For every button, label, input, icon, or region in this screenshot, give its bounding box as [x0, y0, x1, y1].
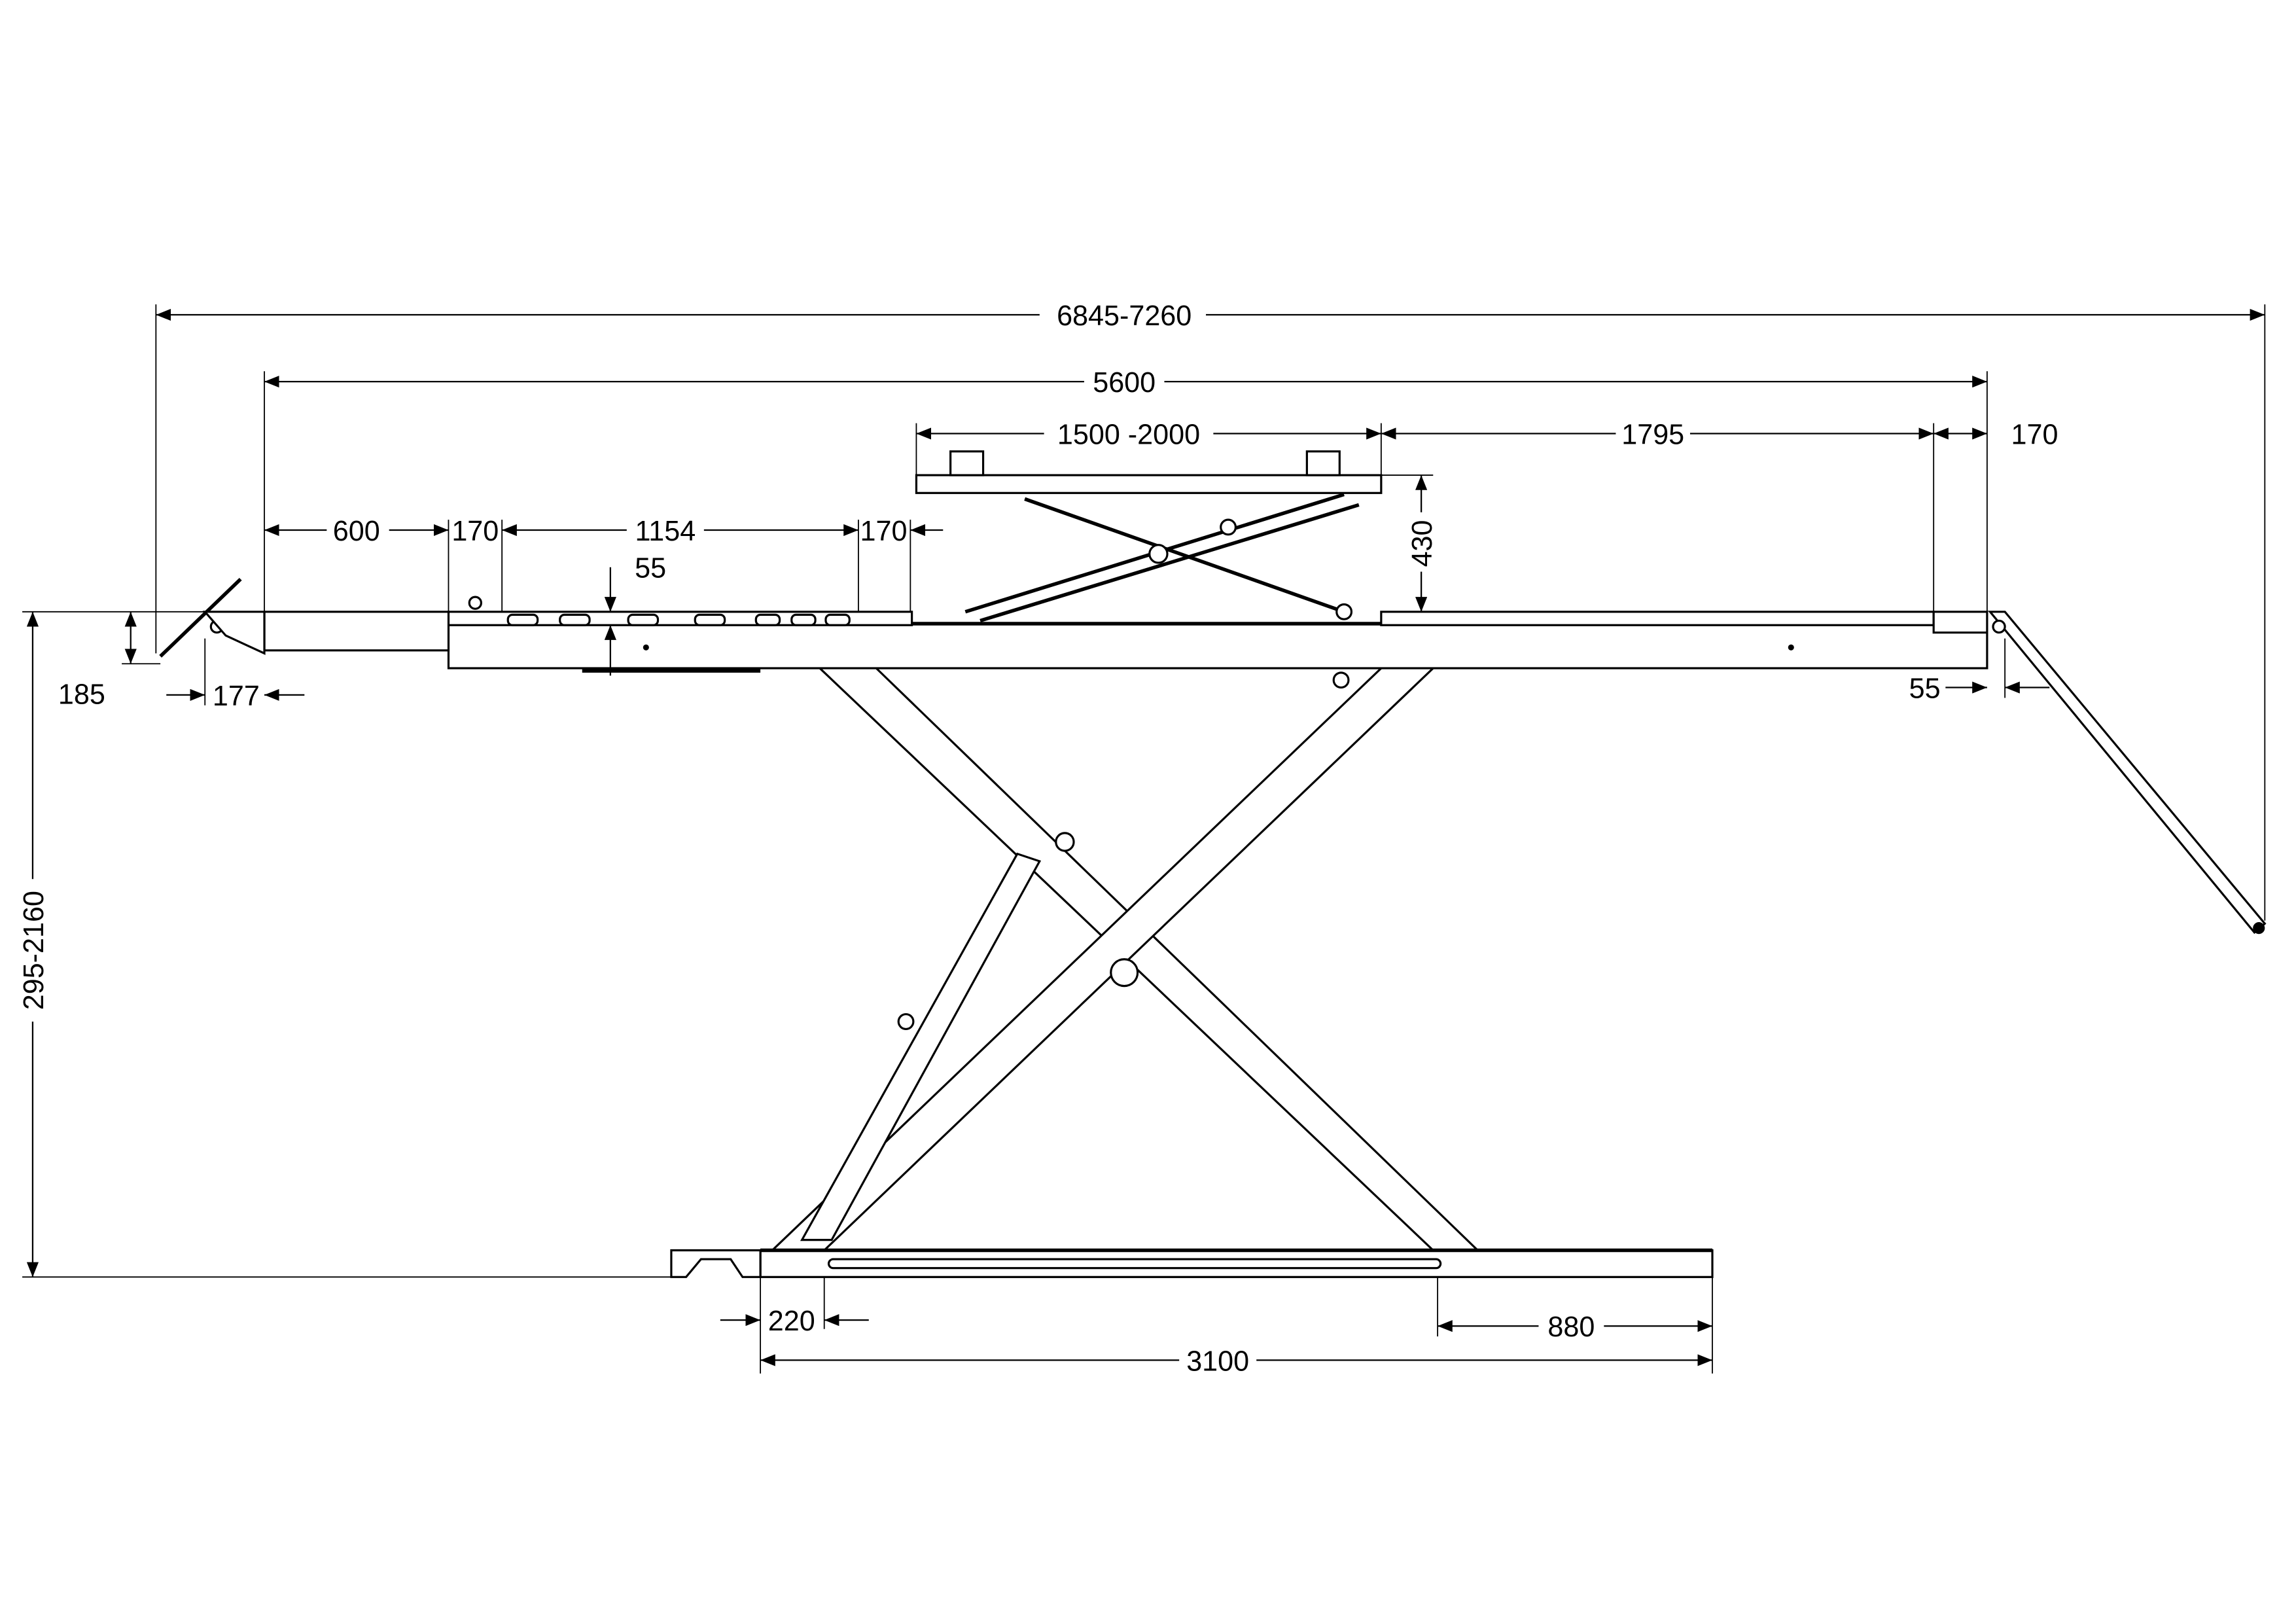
platform-beam — [447, 622, 1988, 669]
base-frame — [670, 1248, 1714, 1278]
dim-jack-platform: 1500 -2000 — [1057, 419, 1200, 450]
scissor-arms — [769, 667, 1481, 1252]
dim-base-rear: 880 — [1547, 1311, 1595, 1343]
dim-rear-thickness: 55 — [1909, 673, 1941, 704]
dim-ramp-offset: 177 — [213, 681, 260, 712]
dim-platform-length: 5600 — [1093, 367, 1156, 399]
front-extension — [263, 611, 450, 652]
dim-front-extension: 600 — [333, 516, 380, 547]
jack-platform — [915, 450, 1383, 689]
dim-base-offset: 220 — [768, 1306, 815, 1337]
dim-overall-length: 6845-7260 — [1057, 300, 1192, 332]
front-ramp — [159, 577, 266, 658]
dim-jack-height: 430 — [1407, 520, 1438, 567]
platform-deck-rear — [1380, 611, 1935, 626]
dim-front-gap-1: 170 — [451, 516, 499, 547]
dim-slot-section: 1154 — [635, 516, 696, 547]
deck-slots — [506, 613, 851, 626]
dim-front-gap-2: 170 — [860, 516, 908, 547]
dimension-labels: 6845-7260 5600 1500 -2000 1795 170 430 6… — [14, 296, 2058, 1377]
dim-ramp-height: 185 — [58, 679, 105, 711]
rear-ramp — [1988, 611, 2267, 935]
dim-rear-section: 1795 — [1621, 419, 1684, 450]
dim-lift-height: 295-2160 — [18, 891, 50, 1010]
dimension-lines — [22, 304, 2266, 1374]
dim-base-length: 3100 — [1186, 1346, 1249, 1377]
dim-platform-thickness: 55 — [635, 553, 666, 584]
lift-structure — [159, 450, 2267, 1278]
dim-rear-end: 170 — [2011, 419, 2058, 450]
